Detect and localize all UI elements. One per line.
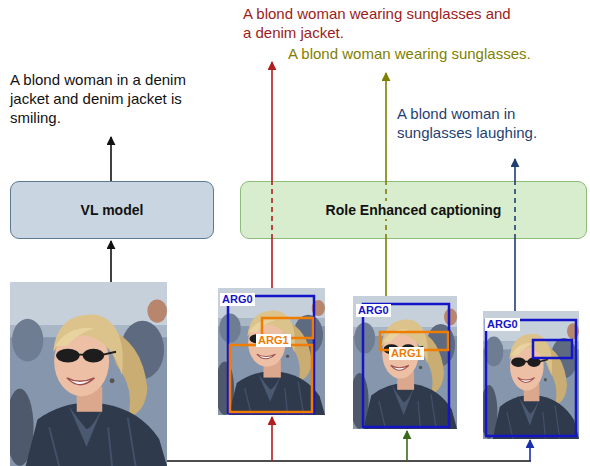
- role-tag: ARG0: [356, 304, 391, 317]
- role-tag: ARG1: [256, 334, 291, 347]
- process-box: Role Enhanced captioning: [240, 181, 587, 239]
- svg-line: [514, 159, 516, 181]
- svg-line: [529, 440, 531, 461]
- svg-line: [385, 73, 387, 181]
- svg-rect: [486, 320, 576, 436]
- svg-line: [406, 431, 408, 461]
- caption-text: A blond woman wearing sunglasses.: [288, 44, 588, 63]
- svg-line: [514, 239, 516, 311]
- bounding-boxes: [228, 296, 576, 436]
- role-photo: [350, 296, 457, 429]
- svg-line: [271, 239, 273, 288]
- caption-text: A blond woman in sunglasses laughing.: [397, 104, 577, 142]
- caption-text: A blond woman in a denim jacket and deni…: [10, 70, 225, 127]
- role-photo: [481, 311, 579, 439]
- svg-line: [271, 417, 273, 461]
- box-title: Role Enhanced captioning: [321, 201, 507, 219]
- svg-line: [271, 62, 273, 181]
- svg-line: [167, 460, 531, 462]
- caption-text: A blond woman wearing sunglasses and a d…: [243, 4, 518, 42]
- svg-line: [385, 239, 387, 296]
- box-title: VL model: [76, 201, 149, 219]
- svg-line: [514, 181, 516, 239]
- svg-line: [385, 181, 387, 239]
- svg-rect: [228, 296, 314, 413]
- svg-line: [110, 137, 112, 181]
- role-tag: ARG0: [220, 293, 255, 306]
- svg-rect: [533, 340, 572, 358]
- role-tag: ARG1: [389, 347, 424, 360]
- svg-line: [110, 241, 112, 282]
- svg-rect: [230, 345, 312, 412]
- svg-line: [271, 181, 273, 239]
- svg-rect: [363, 304, 449, 427]
- role-photo: [215, 288, 325, 415]
- role-tag: ARG0: [485, 318, 520, 331]
- dashed-arrows: [272, 181, 515, 239]
- model-box: VL model: [10, 181, 214, 239]
- input-photo: [6, 282, 167, 466]
